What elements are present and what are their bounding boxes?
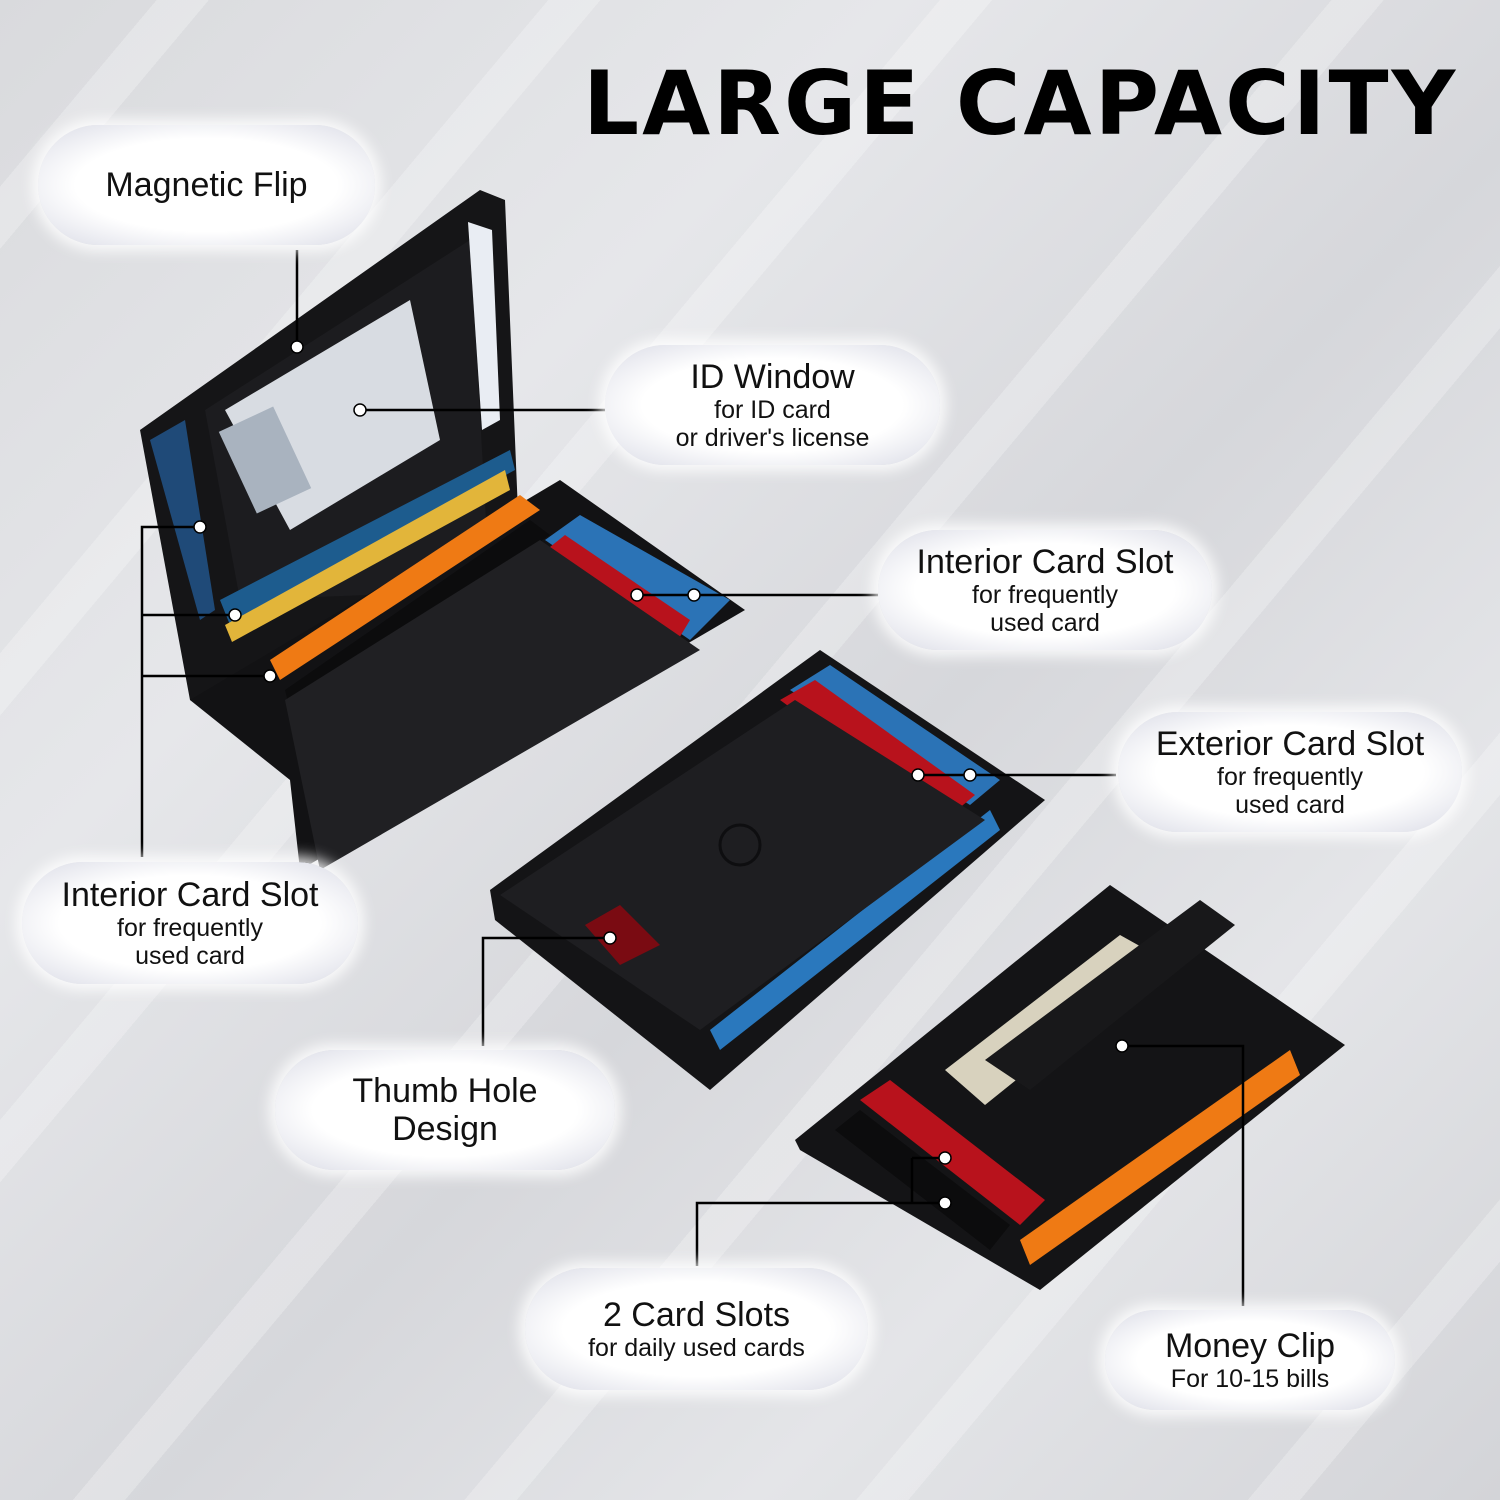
label-sub: for ID card xyxy=(714,396,831,424)
callout-dots xyxy=(193,340,1129,1210)
label-sub: for frequently xyxy=(117,914,263,942)
label-sub: for frequently xyxy=(1217,763,1363,791)
card-yellow xyxy=(225,470,510,642)
label-sub: For 10-15 bills xyxy=(1170,1365,1330,1393)
label-interior-card-slot-left: Interior Card Slot for frequently used c… xyxy=(22,862,358,984)
card-red xyxy=(860,1080,1045,1225)
label-sub: used card xyxy=(990,609,1100,637)
label-heading: ID Window xyxy=(690,358,855,396)
label-money-clip: Money Clip For 10-15 bills xyxy=(1105,1310,1395,1410)
label-sub: used card xyxy=(1235,791,1345,819)
label-magnetic-flip: Magnetic Flip xyxy=(38,125,375,245)
label-heading: Money Clip xyxy=(1164,1327,1336,1365)
thumb-hole xyxy=(585,905,660,965)
label-heading: Interior Card Slot xyxy=(916,543,1174,581)
label-sub: or driver's license xyxy=(675,424,870,452)
card-blue-visa xyxy=(710,810,1000,1050)
money-clip xyxy=(985,900,1235,1090)
label-heading: Exterior Card Slot xyxy=(1155,725,1425,763)
label-exterior-card-slot: Exterior Card Slot for frequently used c… xyxy=(1118,712,1462,832)
label-thumb-hole: Thumb Hole Design xyxy=(275,1050,615,1170)
money-clip-wallet xyxy=(795,885,1345,1290)
label-heading: Interior Card Slot xyxy=(61,876,319,914)
card-blue-left xyxy=(150,420,215,620)
label-interior-card-slot-right: Interior Card Slot for frequently used c… xyxy=(878,530,1212,650)
page-title: LARGE CAPACITY xyxy=(583,52,1459,155)
open-wallet xyxy=(140,190,745,870)
brand-emblem xyxy=(718,823,762,867)
card-blue xyxy=(220,450,515,625)
label-sub: used card xyxy=(135,942,245,970)
label-two-card-slots: 2 Card Slots for daily used cards xyxy=(525,1268,868,1390)
label-sub: for frequently xyxy=(972,581,1118,609)
label-heading: Design xyxy=(392,1110,498,1148)
label-heading: Magnetic Flip xyxy=(105,166,308,204)
card-orange xyxy=(1020,1050,1300,1265)
label-heading: 2 Card Slots xyxy=(602,1296,791,1334)
label-id-window: ID Window for ID card or driver's licens… xyxy=(605,345,940,465)
label-sub: for daily used cards xyxy=(588,1334,805,1362)
card-orange xyxy=(270,495,540,680)
callout-lines xyxy=(140,250,1245,1306)
id-photo xyxy=(218,406,312,514)
card-blue-2 xyxy=(545,515,730,640)
label-heading: Thumb Hole xyxy=(352,1072,538,1110)
front-wallet xyxy=(490,650,1045,1090)
